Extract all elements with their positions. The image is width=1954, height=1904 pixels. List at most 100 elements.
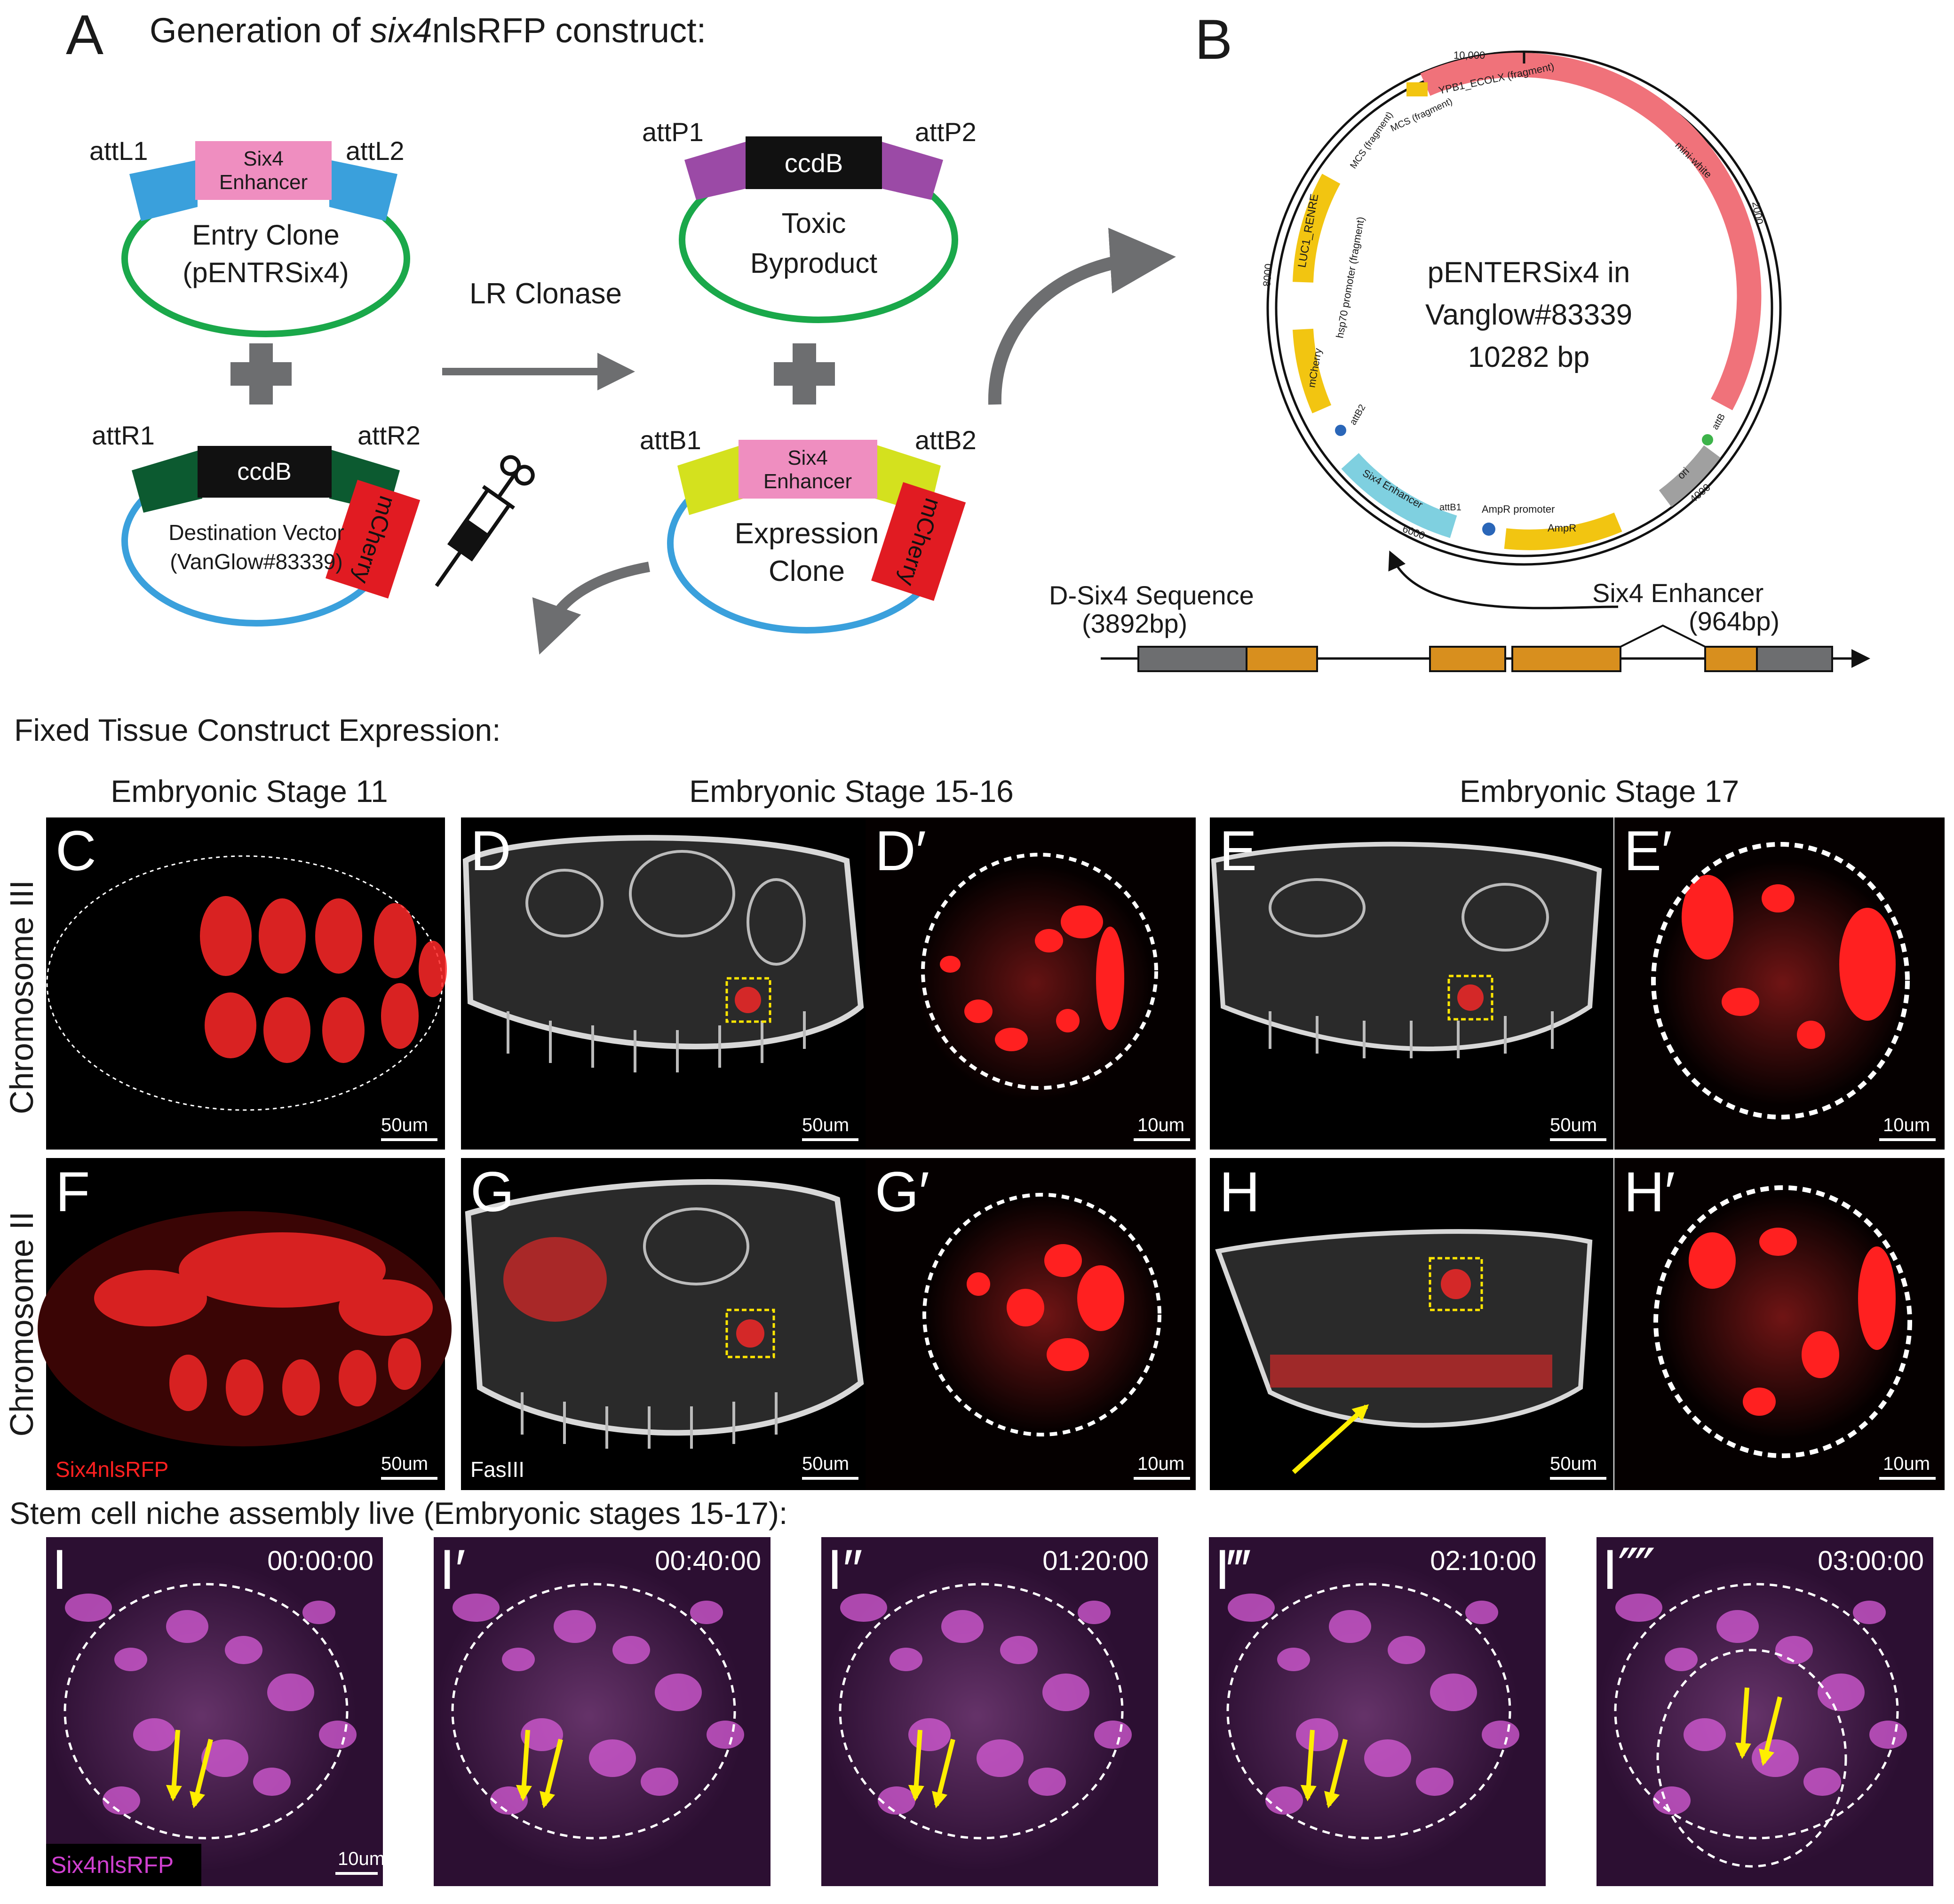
live-panel-4: I‴ 02:10:00 <box>1209 1537 1546 1886</box>
expr-insert-label-2: Enhancer <box>763 470 852 493</box>
micrograph-g: G FasIII 50um <box>461 1158 866 1490</box>
lr-clonase-reaction: LR Clonase <box>442 278 635 390</box>
yellow-arrow <box>932 1738 955 1809</box>
live-scale: 10um <box>338 1848 385 1869</box>
scale-f: 50um <box>381 1453 428 1474</box>
attb-marker <box>1702 434 1713 445</box>
panel-letter-a: A <box>66 3 103 66</box>
yellow-arrow <box>190 1738 213 1809</box>
destination-vector-plasmid: ccdB mCherry attR1 attR2 Destination Vec… <box>92 420 421 627</box>
stain-label-six4nlsrfp: Six4nlsRFP <box>56 1457 168 1482</box>
live-panel-label: I‴ <box>1215 1538 1250 1601</box>
sequence-label-1: D-Six4 Sequence <box>1049 580 1254 610</box>
dest-name-2: (VanGlow#83339) <box>170 549 342 574</box>
mini-white-feature <box>1420 53 1762 411</box>
entry-clone-plasmid: Six4 Enhancer attL1 attL2 Entry Clone (p… <box>89 136 410 337</box>
plasmid-name-1: pENTERSix4 in <box>1428 256 1630 289</box>
scale-h: 50um <box>1550 1453 1597 1474</box>
plus-sign-left <box>230 343 292 405</box>
panel-label-c: C <box>56 819 96 882</box>
live-panel-5: I⁗ 03:00:00 <box>1597 1537 1933 1886</box>
toxic-byproduct-plasmid: ccdB attP1 attP2 Toxic Byproduct <box>642 117 977 323</box>
stage-15-16-header: Embryonic Stage 15-16 <box>689 774 1014 809</box>
entry-name-1: Entry Clone <box>192 219 339 251</box>
panel-label-d: D <box>470 819 511 882</box>
panel-label-e-prime: E′ <box>1624 819 1672 882</box>
luc-feature <box>1293 174 1341 283</box>
dest-right-site: attR2 <box>357 420 421 450</box>
mcs-label-1: MCS (fragment) <box>1389 96 1454 134</box>
entry-insert-label-1: Six4 <box>243 147 284 170</box>
panel-letter-b: B <box>1195 8 1232 71</box>
expr-name-2: Clone <box>769 555 845 587</box>
panel-a: A Generation of six4nlsRFP construct: Si… <box>66 3 1176 655</box>
row-chrom-iii: Chromosome III <box>3 880 40 1114</box>
tick-10000: 10,000 <box>1454 49 1485 61</box>
scale-g-prime: 10um <box>1137 1453 1184 1474</box>
scale-e: 50um <box>1550 1115 1597 1135</box>
yellow-arrow <box>1324 1738 1348 1809</box>
panel-a-title: Generation of six4nlsRFP construct: <box>150 11 706 50</box>
micrograph-e-prime: E′ 10um <box>1614 817 1945 1150</box>
scale-d: 50um <box>802 1115 849 1135</box>
dest-name-1: Destination Vector <box>168 520 344 545</box>
panel-label-f: F <box>56 1160 90 1223</box>
section-live-title: Stem cell niche assembly live (Embryonic… <box>9 1496 787 1531</box>
scale-h-prime: 10um <box>1883 1453 1930 1474</box>
live-time-stamp: 01:20:00 <box>1042 1546 1149 1576</box>
expr-name-1: Expression <box>735 517 879 550</box>
panel-label-h: H <box>1219 1160 1260 1223</box>
dest-insert-label: ccdB <box>237 458 292 485</box>
ampr-label: AmpR <box>1548 522 1576 534</box>
expression-clone-plasmid: Six4 Enhancer mCherry attB1 attB2 Expres… <box>640 425 977 634</box>
micrograph-h: H 50um <box>1210 1158 1613 1490</box>
yellow-arrow <box>1735 1687 1751 1759</box>
panel-label-d-prime: D′ <box>875 819 926 882</box>
entry-right-site: attL2 <box>346 136 405 166</box>
ypb1-feature <box>1406 82 1428 96</box>
scale-e-prime: 10um <box>1883 1115 1930 1135</box>
hsp70-label: hsp70 promoter (fragment) <box>1334 216 1366 339</box>
enhancer-label-2: (964bp) <box>1689 606 1779 636</box>
mcs-label-2: MCS (fragment) <box>1348 110 1395 171</box>
panel-label-h-prime: H′ <box>1624 1160 1675 1223</box>
toxic-right-site: attP2 <box>915 117 977 147</box>
toxic-left-site: attP1 <box>642 117 704 147</box>
live-time-stamp: 03:00:00 <box>1818 1546 1924 1576</box>
yellow-arrow <box>166 1729 182 1801</box>
micrograph-f: F Six4nlsRFP 50um <box>38 1158 452 1490</box>
injection-arrow <box>532 562 650 655</box>
live-panel-label: I′ <box>439 1538 466 1601</box>
micrograph-h-prime: H′ 10um <box>1614 1158 1945 1490</box>
enhancer-label-1: Six4 Enhancer <box>1592 578 1763 608</box>
stage-11-header: Embryonic Stage 11 <box>111 774 388 809</box>
scale-d-prime: 10um <box>1137 1115 1184 1135</box>
micrograph-d-prime: D′ 10um <box>866 817 1196 1150</box>
attb-label: attB <box>1710 412 1727 432</box>
gene-structure: D-Six4 Sequence (3892bp) Six4 Enhancer (… <box>1049 550 1870 672</box>
expr-insert-label-1: Six4 <box>787 446 828 469</box>
attb1-label: attB1 <box>1439 502 1462 513</box>
live-stain-label: Six4nlsRFP <box>51 1852 174 1878</box>
live-time-stamp: 02:10:00 <box>1430 1546 1536 1576</box>
yellow-arrow <box>516 1729 532 1801</box>
sequence-label-2: (3892bp) <box>1082 609 1187 638</box>
live-panel-2: I′00:40:00 <box>434 1537 770 1886</box>
attb2-label: attB2 <box>1348 403 1367 427</box>
yellow-arrow <box>908 1729 924 1801</box>
ampr-feature <box>1504 512 1622 550</box>
scale-c: 50um <box>381 1115 428 1135</box>
panel-label-g: G <box>470 1160 514 1223</box>
toxic-insert-label: ccdB <box>785 148 843 178</box>
section-fixed-title: Fixed Tissue Construct Expression: <box>14 713 500 747</box>
syringe-icon <box>435 455 535 587</box>
mcherry-feature <box>1293 328 1332 413</box>
tick-8000: 8000 <box>1261 263 1274 287</box>
live-panel-label: I⁗ <box>1602 1538 1655 1601</box>
panel-b: B YPB1_ECOLX (fragment) mini-white MCS (… <box>1049 8 1870 672</box>
stain-label-fasiii: FasIII <box>470 1457 524 1482</box>
attb2-marker <box>1335 425 1346 436</box>
lr-clonase-label: LR Clonase <box>469 278 622 310</box>
